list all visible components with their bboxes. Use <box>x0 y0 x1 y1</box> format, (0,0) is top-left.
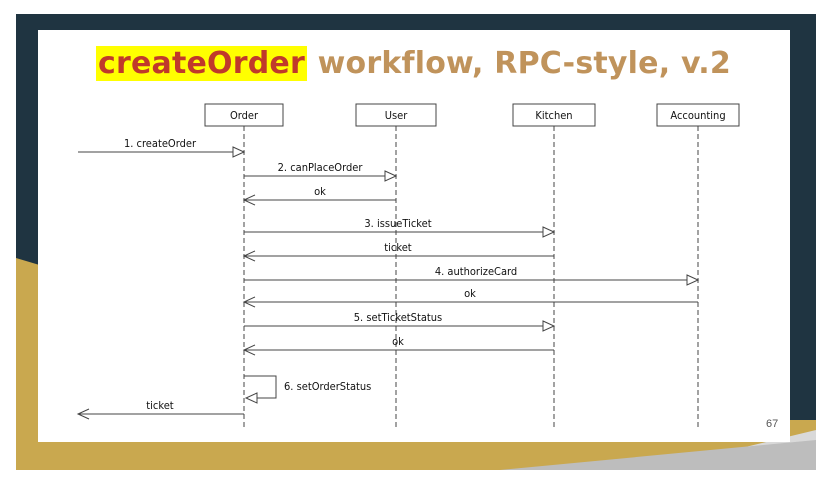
message-label-6: 4. authorizeCard <box>435 265 517 278</box>
message-label-10: 6. setOrderStatus <box>284 380 371 393</box>
message-label-8: 5. setTicketStatus <box>354 311 442 324</box>
message-arrowhead-7 <box>242 296 256 308</box>
message-arrowhead-4 <box>542 226 556 238</box>
message-label-1: 1. createOrder <box>124 137 197 150</box>
slide-title: createOrder workflow, RPC-style, v.2 <box>96 46 731 81</box>
message-label-7: ok <box>464 287 476 300</box>
message-label-9: ok <box>392 335 404 348</box>
title-text: workflow, RPC-style, v.2 <box>306 46 731 81</box>
message-label-3: ok <box>314 185 326 198</box>
title-highlight: createOrder <box>96 46 307 81</box>
message-arrowhead-3 <box>242 194 256 206</box>
message-arrowhead-9 <box>242 344 256 356</box>
page-number: 67 <box>766 418 779 430</box>
message-arrowhead-5 <box>242 250 256 262</box>
message-arrowhead-11 <box>76 408 90 420</box>
message-label-2: 2. canPlaceOrder <box>278 161 364 174</box>
message-line-10 <box>244 375 277 399</box>
message-arrowhead-8 <box>542 320 556 332</box>
participant-label-user: User <box>385 109 408 122</box>
participant-label-accounting: Accounting <box>670 109 725 122</box>
message-label-5: ticket <box>384 241 411 254</box>
message-arrowhead-10 <box>244 392 258 404</box>
message-label-11: ticket <box>146 399 173 412</box>
message-label-4: 3. issueTicket <box>364 217 431 230</box>
participant-label-order: Order <box>230 109 259 122</box>
message-arrowhead-1 <box>232 146 246 158</box>
message-arrowhead-6 <box>686 274 700 286</box>
slide-canvas <box>38 30 790 442</box>
participant-label-kitchen: Kitchen <box>535 109 572 122</box>
message-arrowhead-2 <box>384 170 398 182</box>
